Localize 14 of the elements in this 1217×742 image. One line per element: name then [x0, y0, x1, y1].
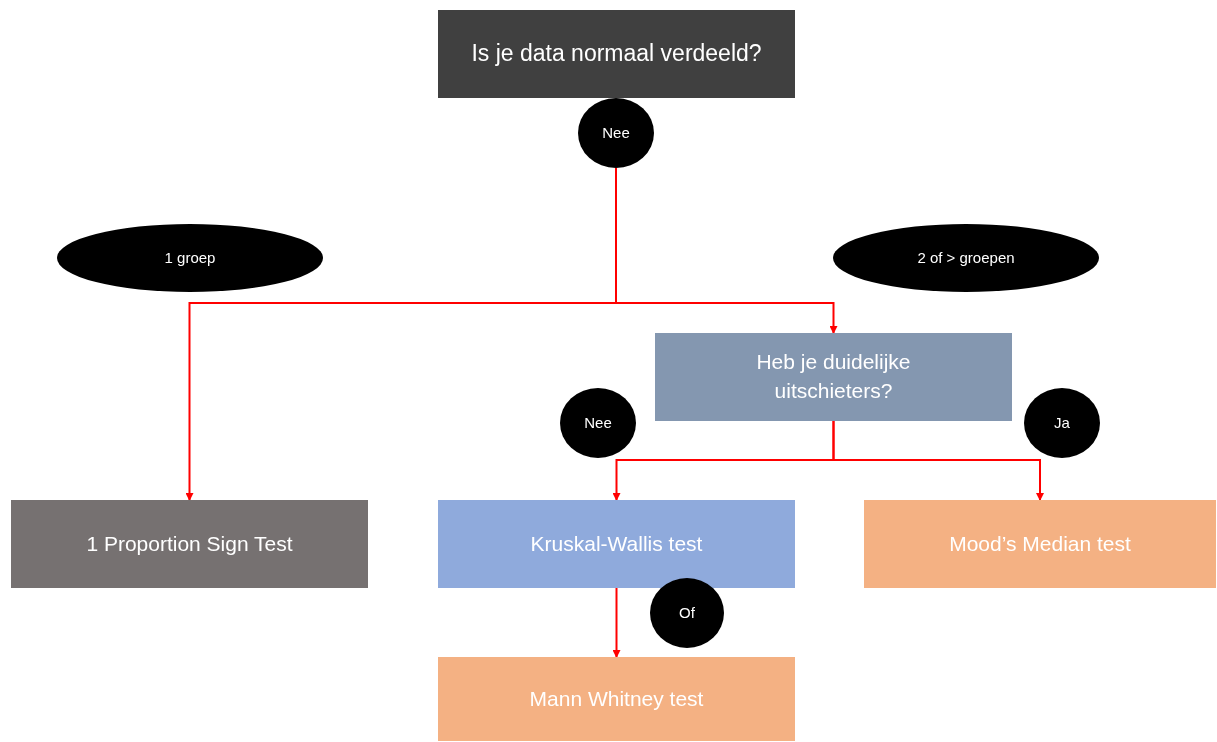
arrow: [832, 420, 1044, 501]
result-box: Mood’s Median test: [864, 500, 1216, 588]
arrow: [612, 587, 621, 658]
answer-bubble: Nee: [560, 388, 636, 458]
condition-bubble: 2 of > groepen: [833, 224, 1099, 292]
answer-bubble: Nee: [578, 98, 654, 168]
answer-bubble: Ja: [1024, 388, 1100, 458]
question-box: Heb je duidelijke uitschieters?: [655, 333, 1012, 421]
answer-bubble: Of: [650, 578, 724, 648]
question-box: Is je data normaal verdeeld?: [438, 10, 795, 98]
condition-bubble: 1 groep: [57, 224, 323, 292]
result-box: Kruskal-Wallis test: [438, 500, 795, 588]
result-box: Mann Whitney test: [438, 657, 795, 741]
result-box: 1 Proportion Sign Test: [11, 500, 368, 588]
